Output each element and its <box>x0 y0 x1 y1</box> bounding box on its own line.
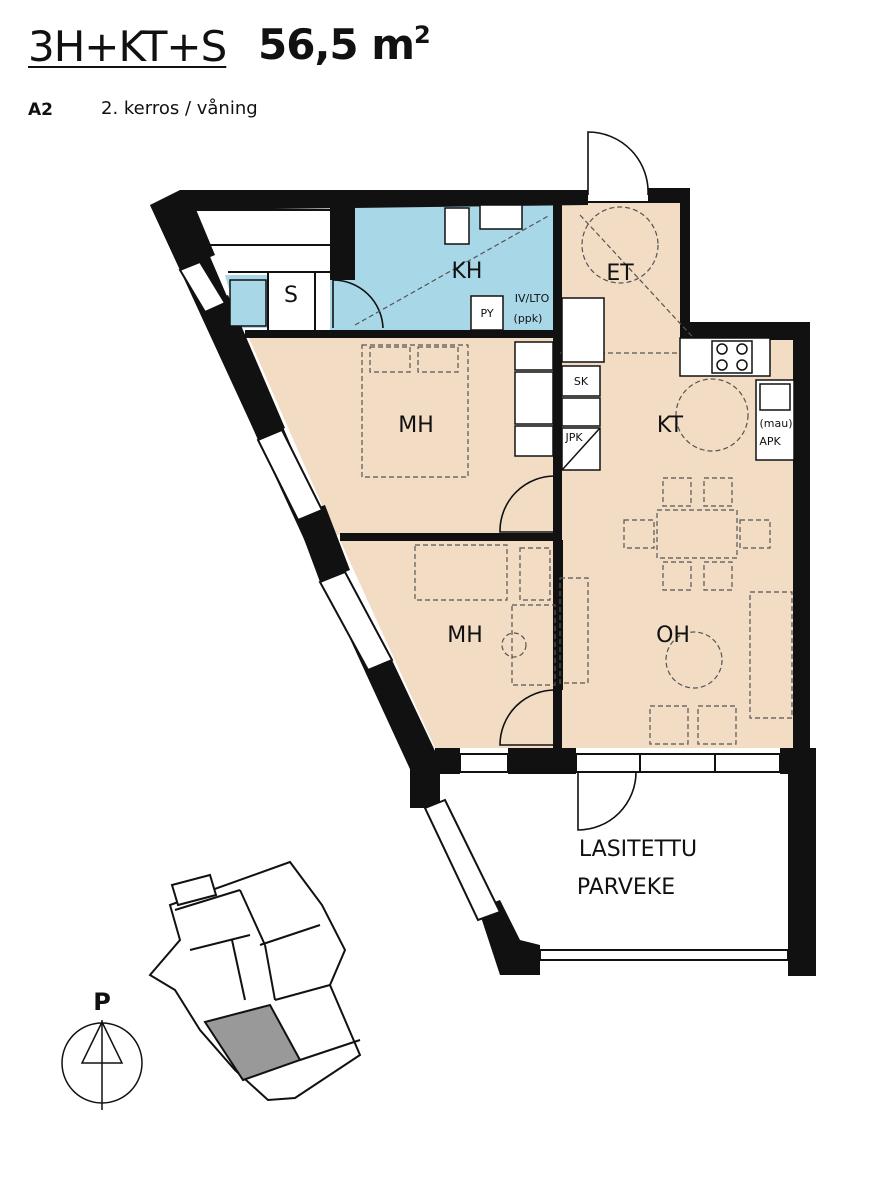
room-label-bedroom-2: MH <box>447 623 483 648</box>
room-label-bathroom: KH <box>452 259 483 284</box>
area-value: 56,5 m <box>258 20 415 69</box>
area-unit-superscript: 2 <box>414 21 431 49</box>
room-label-bedroom-1: MH <box>398 413 434 438</box>
kitchen-units <box>444 204 795 471</box>
door-swings <box>332 131 649 831</box>
windows <box>178 260 789 961</box>
key-plan <box>148 860 362 1102</box>
room-label-balcony-line2: PARVEKE <box>577 875 675 900</box>
room-label-living-room: OH <box>656 623 690 648</box>
interior-walls <box>245 200 563 750</box>
kitchen-floor <box>560 335 795 748</box>
north-compass: P <box>61 988 143 1110</box>
partitions <box>190 201 682 330</box>
fixture-label-appliance-1: (mau) <box>759 417 792 430</box>
compass-label: P <box>93 988 111 1016</box>
furniture <box>354 206 793 745</box>
room-label-kitchen: KT <box>657 413 684 438</box>
apartment-type: 3H+KT+S <box>28 22 227 71</box>
room-label-entrance: ET <box>606 261 634 286</box>
compass-arrow-icon <box>80 1020 124 1064</box>
fixture-label-ventilation-2: (ppk) <box>514 312 543 325</box>
fixture-label-ventilation-1: IV/LTO <box>515 292 550 305</box>
fixture-label-washer: PY <box>480 307 493 320</box>
room-label-balcony-line1: LASITETTU <box>579 837 697 862</box>
fixture-label-cleaning-cabinet: JPK <box>564 431 583 444</box>
apartment-area: 56,5 m2 <box>258 20 431 69</box>
bedroom-1-floor <box>248 336 557 535</box>
room-label-sauna: S <box>284 283 298 308</box>
fixture-label-appliance-2: APK <box>759 435 781 448</box>
apartment-id: A2 <box>28 100 53 120</box>
fixture-label-drying-cabinet: SK <box>574 375 589 388</box>
bedroom-2-floor <box>340 540 557 748</box>
sauna-bench <box>229 279 267 327</box>
floor-label: 2. kerros / våning <box>101 98 258 119</box>
